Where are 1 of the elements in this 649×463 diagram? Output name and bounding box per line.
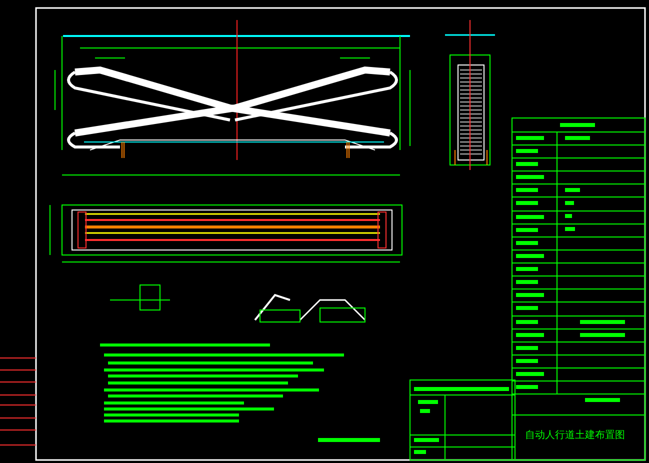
- drawing-title: 自动人行道土建布置图: [525, 428, 625, 442]
